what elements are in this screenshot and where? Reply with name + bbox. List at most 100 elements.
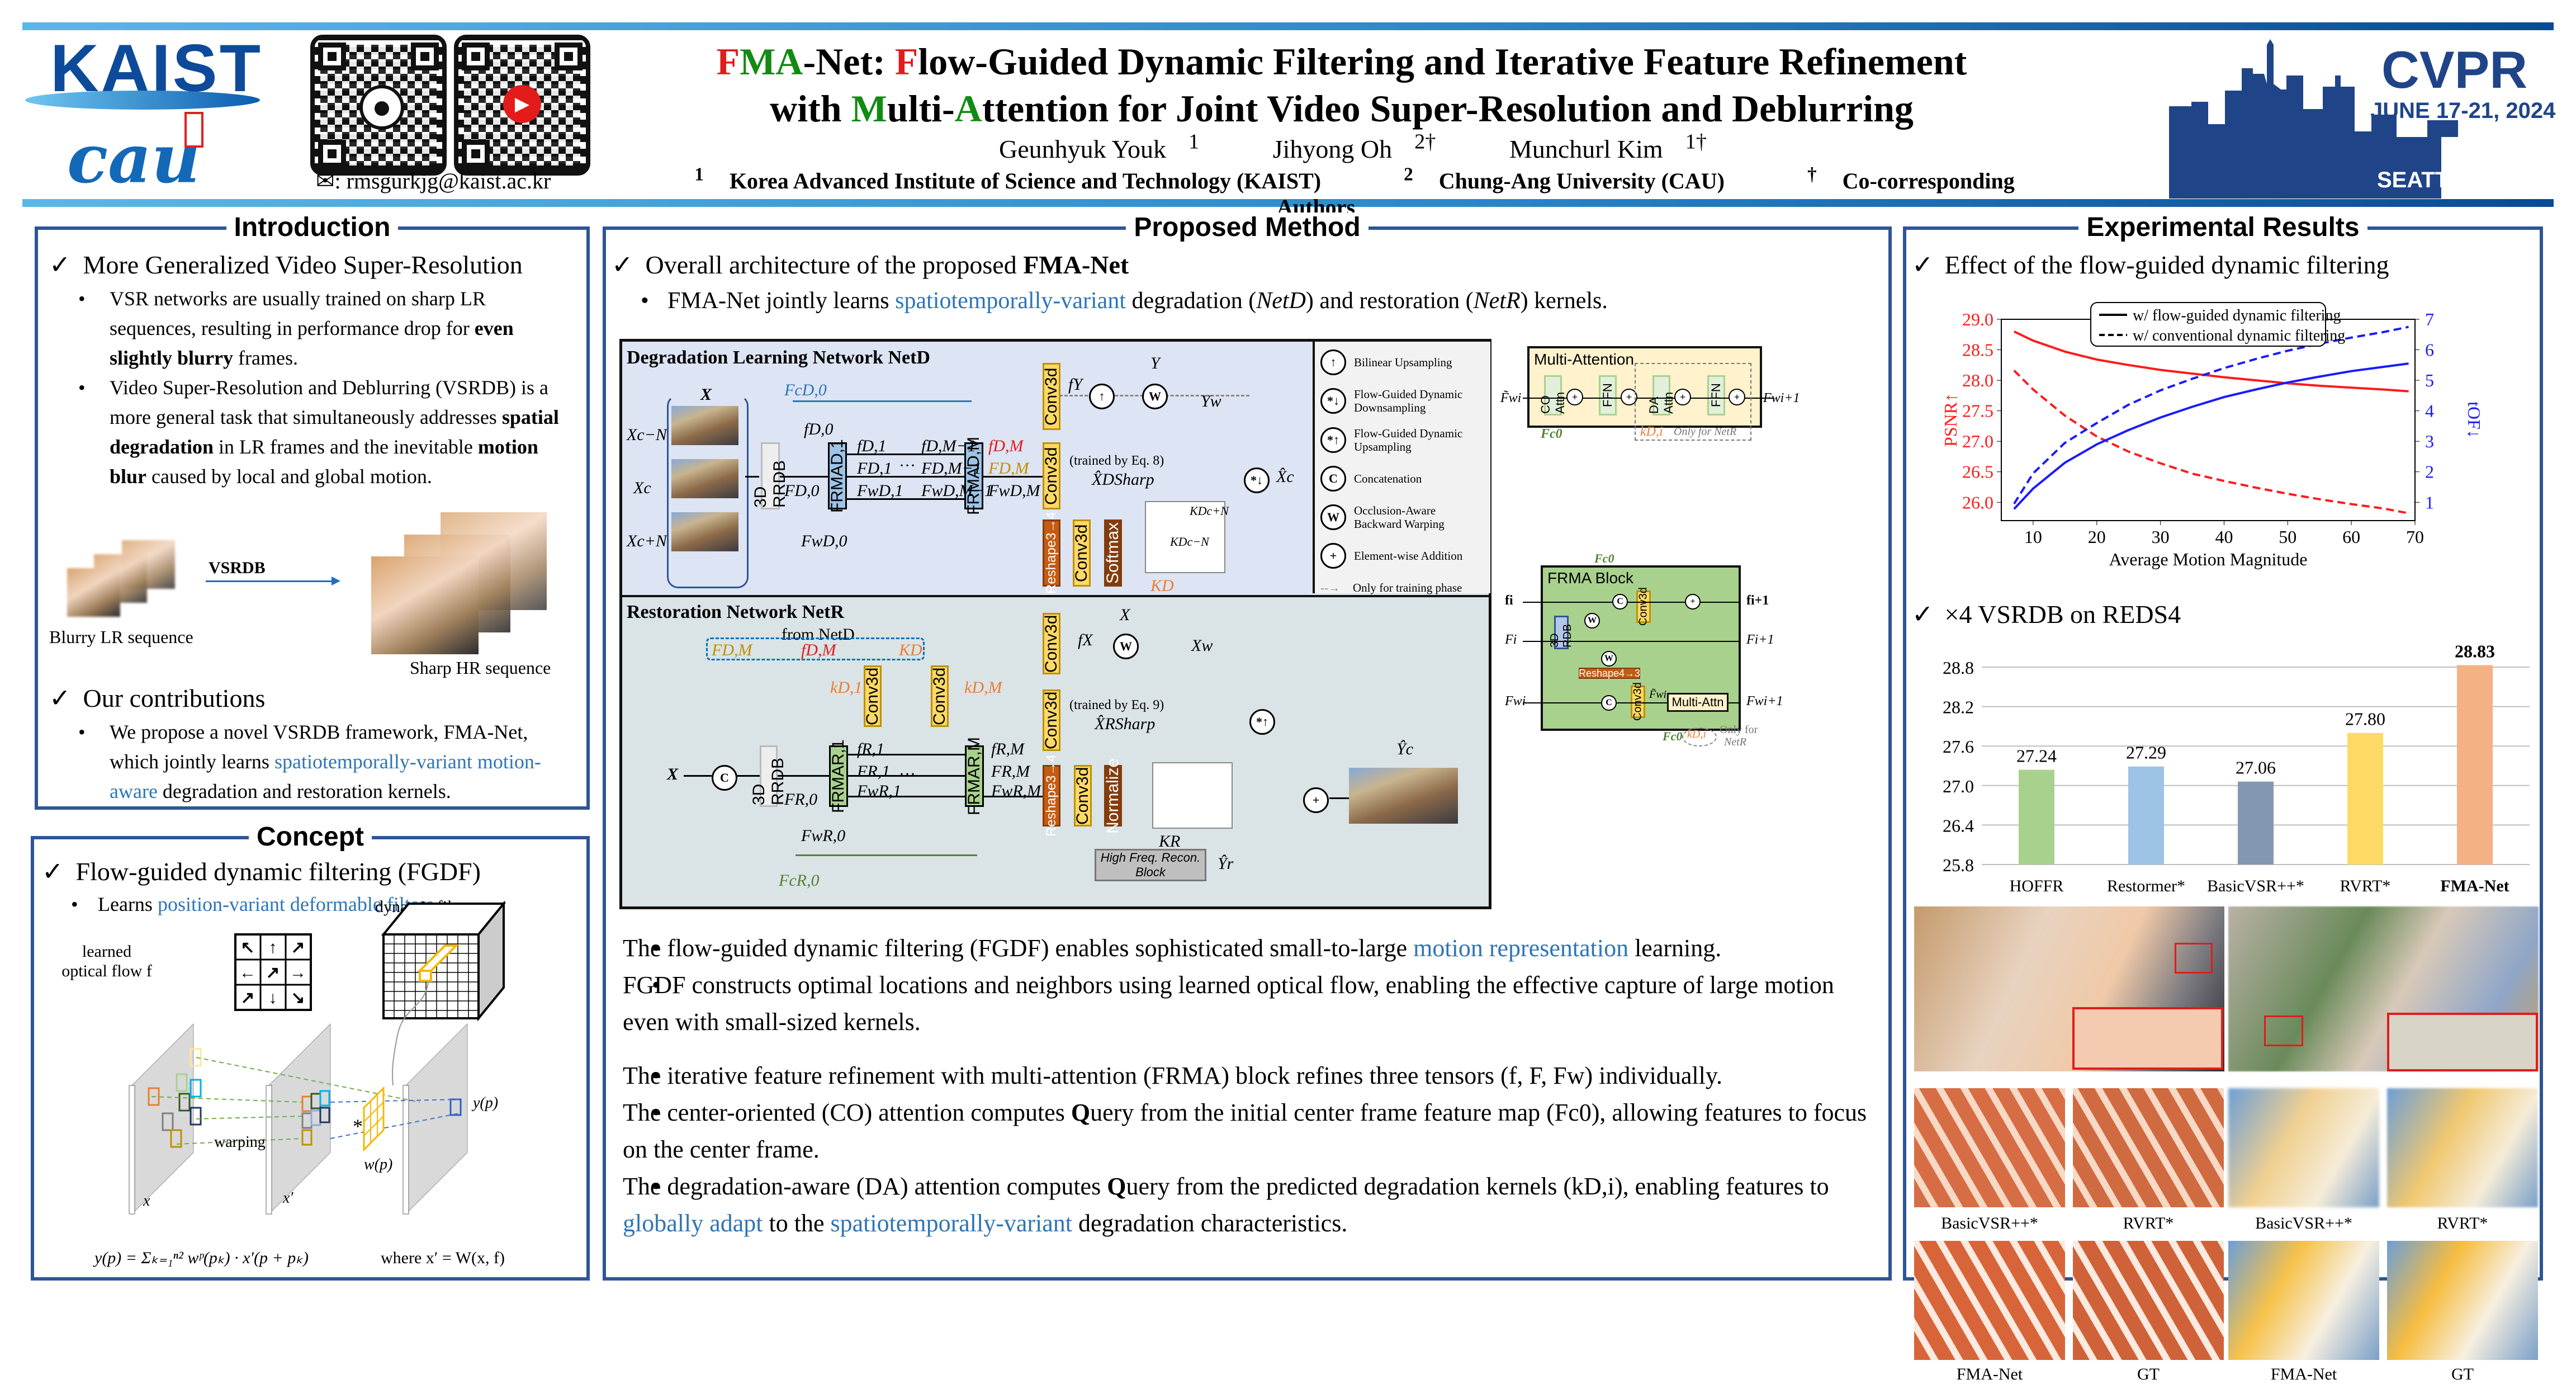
flow-arrow-icon: → xyxy=(290,963,306,982)
from-netd-group xyxy=(706,637,925,660)
y-tick-label: 26.5 xyxy=(1962,462,1993,482)
legend-item: --→Only for training phase xyxy=(1320,581,1462,594)
fgdf-diagram: dynamic filter w learned optical flow f … xyxy=(61,898,506,1267)
bar-value-label: 27.06 xyxy=(2236,758,2276,778)
fg-dynamic-upsampling-icon: *↑ xyxy=(1249,709,1275,735)
checkmark-icon: ✓ xyxy=(612,251,633,279)
legend-item: *↑Flow-Guided Dynamic Upsampling xyxy=(1320,427,1485,454)
multi-attention-diagram: Multi-Attention CO Attn FFN DA Attn FFN … xyxy=(1500,342,1892,551)
list-item: The iterative feature refinement with mu… xyxy=(623,1057,1881,1094)
conference-city: SEATTLE, WA xyxy=(2377,168,2526,192)
conv3d-block: Conv3d xyxy=(1042,363,1060,430)
title-line-1: FMA-Net: Flow-Guided Dynamic Filtering a… xyxy=(716,40,1967,83)
reshape-block: Reshape3→4 xyxy=(1043,512,1060,594)
intro-heading-2: ✓Our contributions xyxy=(49,684,266,712)
blurry-lr-caption: Blurry LR sequence xyxy=(49,627,193,647)
zoom-inset-1 xyxy=(2072,1007,2223,1070)
dashed-arrow-icon: --→ xyxy=(1320,581,1340,594)
y-tick-label: 28.0 xyxy=(1962,370,1993,390)
x-axis-label: Average Motion Magnitude xyxy=(2109,549,2308,569)
list-item: We propose a novel VSRDB framework, FMA-… xyxy=(49,717,575,806)
xprime-label: x′ xyxy=(282,1189,293,1207)
wp-label: w(p) xyxy=(364,1156,392,1173)
legend-item: +Element-wise Addition xyxy=(1320,543,1485,569)
frma-block: FRMAR,1 xyxy=(829,739,848,813)
conference-dates: JUNE 17-21, 2024 xyxy=(2370,98,2556,123)
y-tick-label: 28.8 xyxy=(1943,658,1974,678)
concatenation-icon: C xyxy=(1601,695,1617,711)
netr-title: Restoration Network NetR xyxy=(627,602,845,622)
convolution-symbol: * xyxy=(353,1115,363,1137)
zoom-region-2 xyxy=(2264,1015,2303,1046)
crop-caption: BasicVSR++* xyxy=(1941,1214,2038,1232)
conv3d-block: Conv3d xyxy=(1073,765,1092,826)
contact-email[interactable]: ✉: rmsgurkjg@kaist.ac.kr xyxy=(316,168,551,193)
youtube-qr-code[interactable]: ▶ xyxy=(454,35,590,176)
header-top-bar xyxy=(22,22,2554,30)
x-tick-label: BasicVSR++* xyxy=(2207,877,2304,895)
method-points: The flow-guided dynamic filtering (FGDF)… xyxy=(623,930,1881,1242)
multi-attention-title: Multi-Attention xyxy=(1534,351,1634,368)
kernel-kr-cube xyxy=(1152,762,1233,829)
reds4-psnr-bar-chart: 25.826.427.027.628.228.827.24HOFFR27.29R… xyxy=(1943,641,2530,895)
crop-caption: RVRT* xyxy=(2123,1214,2174,1232)
series-line xyxy=(2013,362,2409,510)
normalize-block: Normalize xyxy=(1104,758,1122,834)
crop-image xyxy=(2387,1241,2538,1360)
fgdf-where: where x′ = W(x, f) xyxy=(381,1249,505,1267)
legend-item: *↓Flow-Guided Dynamic Downsampling xyxy=(1320,388,1485,414)
vsrdb-arrow-label: VSRDB xyxy=(209,559,266,577)
crop-image xyxy=(2073,1088,2224,1207)
results-heading-1: ✓Effect of the flow-guided dynamic filte… xyxy=(1912,251,2389,279)
cau-logo: cau xyxy=(67,120,201,199)
section-title: Proposed Method xyxy=(1126,212,1368,242)
sharp-frame xyxy=(371,556,479,654)
kaist-logo-swoosh xyxy=(25,91,260,110)
checkmark-icon: ✓ xyxy=(49,251,71,279)
list-item: FGDF constructs optimal locations and ne… xyxy=(623,967,1881,1041)
y-right-tick-label: 3 xyxy=(2425,431,2434,451)
flow-arrow-icon: ↗ xyxy=(240,989,254,1007)
checkmark-icon: ✓ xyxy=(1912,600,1934,629)
list-item: Video Super-Resolution and Deblurring (V… xyxy=(49,373,575,492)
conv3d-block: Conv3d xyxy=(863,665,882,727)
conv3d-block: Conv3d xyxy=(1631,683,1645,721)
flow-label-2: optical flow f xyxy=(61,962,152,980)
checkmark-icon: ✓ xyxy=(1912,251,1934,279)
fg-dynamic-upsampling-icon: *↑ xyxy=(1320,427,1346,453)
zoom-inset-2 xyxy=(2387,1013,2538,1071)
kernel-kd-cube xyxy=(1145,501,1225,573)
warping-icon: W xyxy=(1320,504,1346,530)
input-frames-bracket xyxy=(667,395,749,588)
frma-block: FRMAD,1 xyxy=(828,439,847,513)
y-tick-label: 28.2 xyxy=(1943,697,1974,717)
reshape-block: Reshape3→4 xyxy=(1043,755,1060,837)
github-icon: ● xyxy=(359,85,404,130)
y-right-tick-label: 5 xyxy=(2425,370,2434,390)
bilinear-upsampling-icon: ↑ xyxy=(1320,349,1346,375)
section-title: Experimental Results xyxy=(2078,212,2367,242)
results-panel: Experimental Results ✓Effect of the flow… xyxy=(1903,212,2543,1383)
bar-value-label: 28.83 xyxy=(2455,641,2495,661)
y-tick-label: 29.0 xyxy=(1962,309,1993,329)
y-right-tick-label: 6 xyxy=(2425,340,2434,360)
conv3d-block: Conv3d xyxy=(1636,588,1651,626)
x-tick-label: 50 xyxy=(2279,527,2296,547)
conv3d-block: Conv3d xyxy=(1042,689,1060,751)
frma-block-diagram: FRMA Block Fc0 3D RDB Conv3d Reshape4→3 … xyxy=(1505,551,1783,748)
y-tick-label: 25.8 xyxy=(1943,855,1974,875)
arrow-right-icon xyxy=(206,580,334,582)
netd-title: Degradation Learning Network NetD xyxy=(627,347,930,368)
warping-icon: W xyxy=(1601,651,1617,667)
frma-title: FRMA Block xyxy=(1547,569,1634,587)
github-qr-code[interactable]: ● xyxy=(310,35,447,176)
crop-caption: BasicVSR++* xyxy=(2255,1214,2352,1232)
x-tick-label: 70 xyxy=(2406,527,2424,547)
y-tick-label: 27.6 xyxy=(1943,736,1974,757)
bar-value-label: 27.80 xyxy=(2345,709,2385,729)
